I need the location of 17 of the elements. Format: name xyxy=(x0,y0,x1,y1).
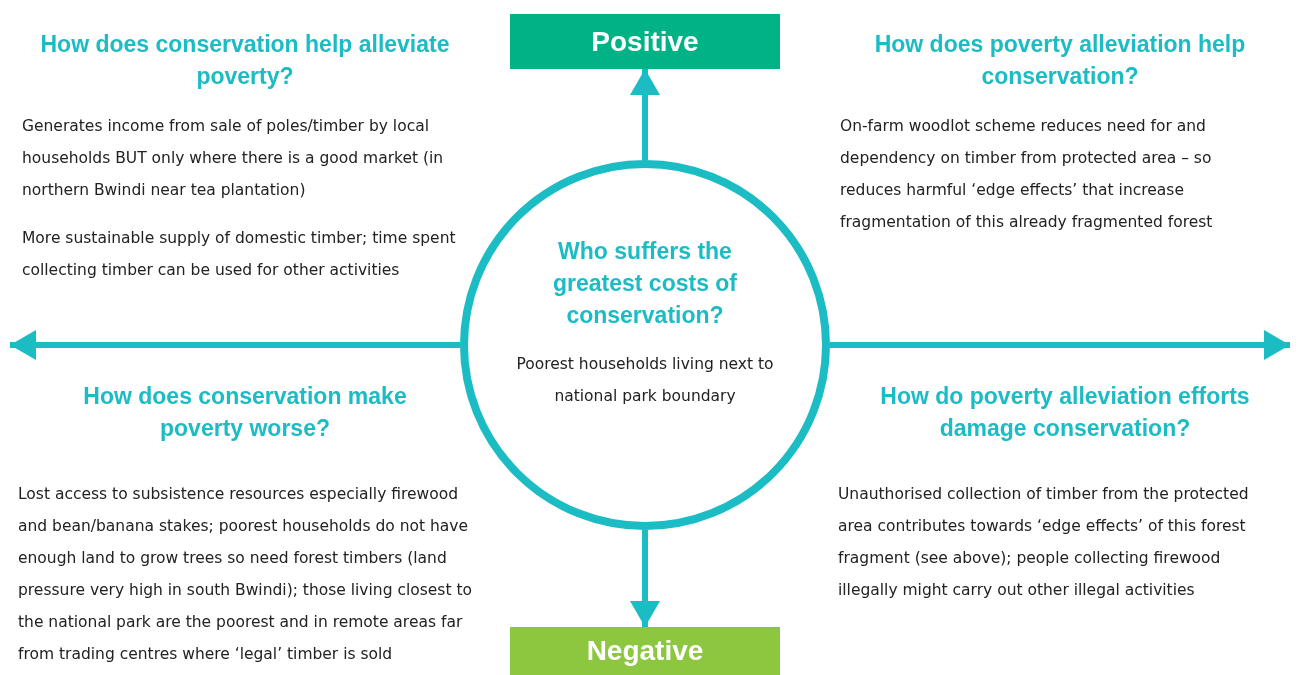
category-banner: Negative xyxy=(510,627,780,675)
arrow xyxy=(10,330,460,360)
quadrant-heading: How does conservation help alleviate poverty? xyxy=(40,30,450,91)
quadrant-text: More sustainable supply of domestic timber; time spent collecting timber can be used for other activities xyxy=(22,228,457,281)
arrow xyxy=(830,330,1290,360)
quadrant-heading: How does conservation make poverty worse? xyxy=(82,382,408,443)
arrow xyxy=(630,530,660,627)
quadrant-text: Generates income from sale of poles/timber by local households BUT only where there is a good market (in northern Bwindi near tea plantation) xyxy=(22,116,445,201)
circle-heading: Who suffers the greatest costs of conservation? xyxy=(551,237,739,330)
quadrant-heading: How do poverty alleviation efforts damage conservation? xyxy=(879,382,1251,443)
category-banner: Positive xyxy=(510,14,780,69)
quadrant-heading: How does poverty alleviation help conservation? xyxy=(873,30,1247,91)
quadrant-text: Lost access to subsistence resources especially firewood and bean/banana stakes; poorest households do not have enough land to grow trees so need forest timbers (land pressure very high in south Bwindi); those living closest to the national park are the poorest and in remote areas far from trading centres where ‘legal’ timber is sold xyxy=(18,484,473,665)
arrow xyxy=(630,69,660,160)
quadrant-text: On-farm woodlot scheme reduces need for and dependency on timber from protected area – so reduces harmful ‘edge effects’ that increase fragmentation of this already fragmented forest xyxy=(840,116,1214,233)
quadrant-text: Unauthorised collection of timber from the protected area contributes towards ‘edge effects’ of this forest fragment (see above); people collecting firewood illegally might carry out other illegal activities xyxy=(838,484,1250,601)
circle-text: Poorest households living next to national park boundary xyxy=(515,354,775,407)
